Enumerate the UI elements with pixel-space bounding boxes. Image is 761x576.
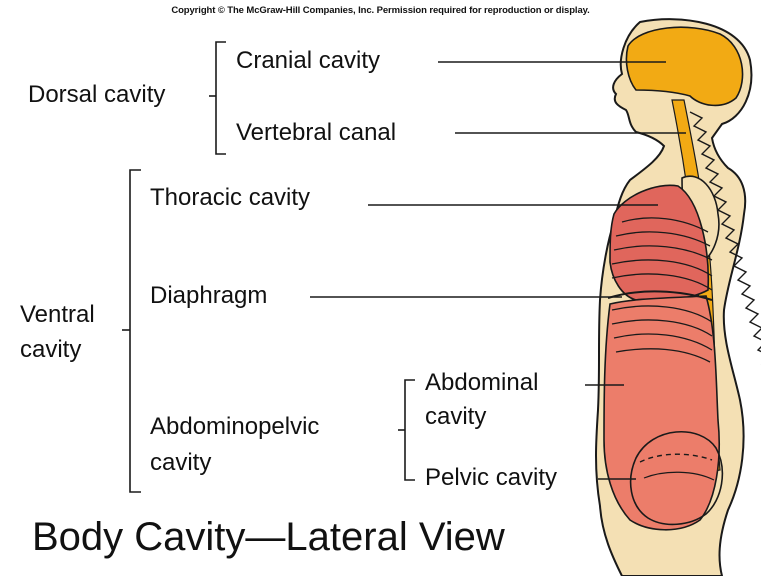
label-vertebral-canal: Vertebral canal [236, 118, 396, 148]
label-abdominal-line2: cavity [425, 402, 486, 432]
label-diaphragm: Diaphragm [150, 281, 267, 311]
label-pelvic-cavity: Pelvic cavity [425, 463, 557, 493]
label-abdominopelvic-line1: Abdominopelvic [150, 412, 319, 442]
figure-title: Body Cavity—Lateral View [32, 510, 505, 564]
label-thoracic-cavity: Thoracic cavity [150, 183, 310, 213]
label-ventral-line2: cavity [20, 335, 81, 365]
label-abdominopelvic-line2: cavity [150, 448, 211, 478]
label-cranial-cavity: Cranial cavity [236, 46, 380, 76]
label-dorsal-cavity: Dorsal cavity [28, 80, 165, 110]
label-abdominal-line1: Abdominal [425, 368, 538, 398]
label-ventral-line1: Ventral [20, 300, 95, 330]
